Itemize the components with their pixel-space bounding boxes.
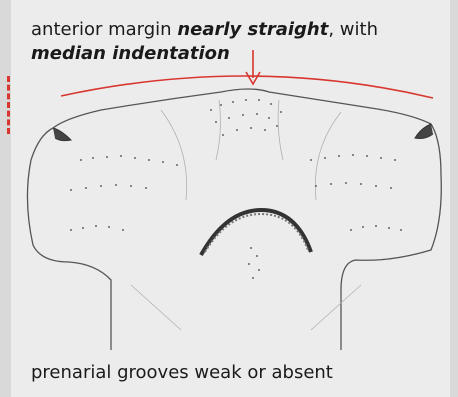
anterior-margin-caption: anterior margin nearly straight, with me… — [31, 18, 451, 66]
caption-emphasis-2: median indentation — [31, 43, 230, 64]
mouth — [201, 210, 311, 255]
caption-emphasis-1: nearly straight — [177, 19, 328, 40]
illustration-panel: anterior margin nearly straight, with me… — [11, 0, 458, 397]
caption-text-1: anterior margin — [31, 19, 177, 40]
left-eye — [53, 128, 71, 141]
anterior-margin-curve — [61, 76, 433, 98]
cranial-ridges — [131, 100, 361, 330]
left-dashed-marker — [1, 76, 10, 134]
caption-text-2: , with — [328, 19, 378, 40]
prenarial-caption: prenarial grooves weak or absent — [31, 362, 333, 384]
left-side-bar — [0, 0, 11, 397]
right-eye — [415, 124, 433, 139]
sensory-pores — [70, 99, 402, 279]
